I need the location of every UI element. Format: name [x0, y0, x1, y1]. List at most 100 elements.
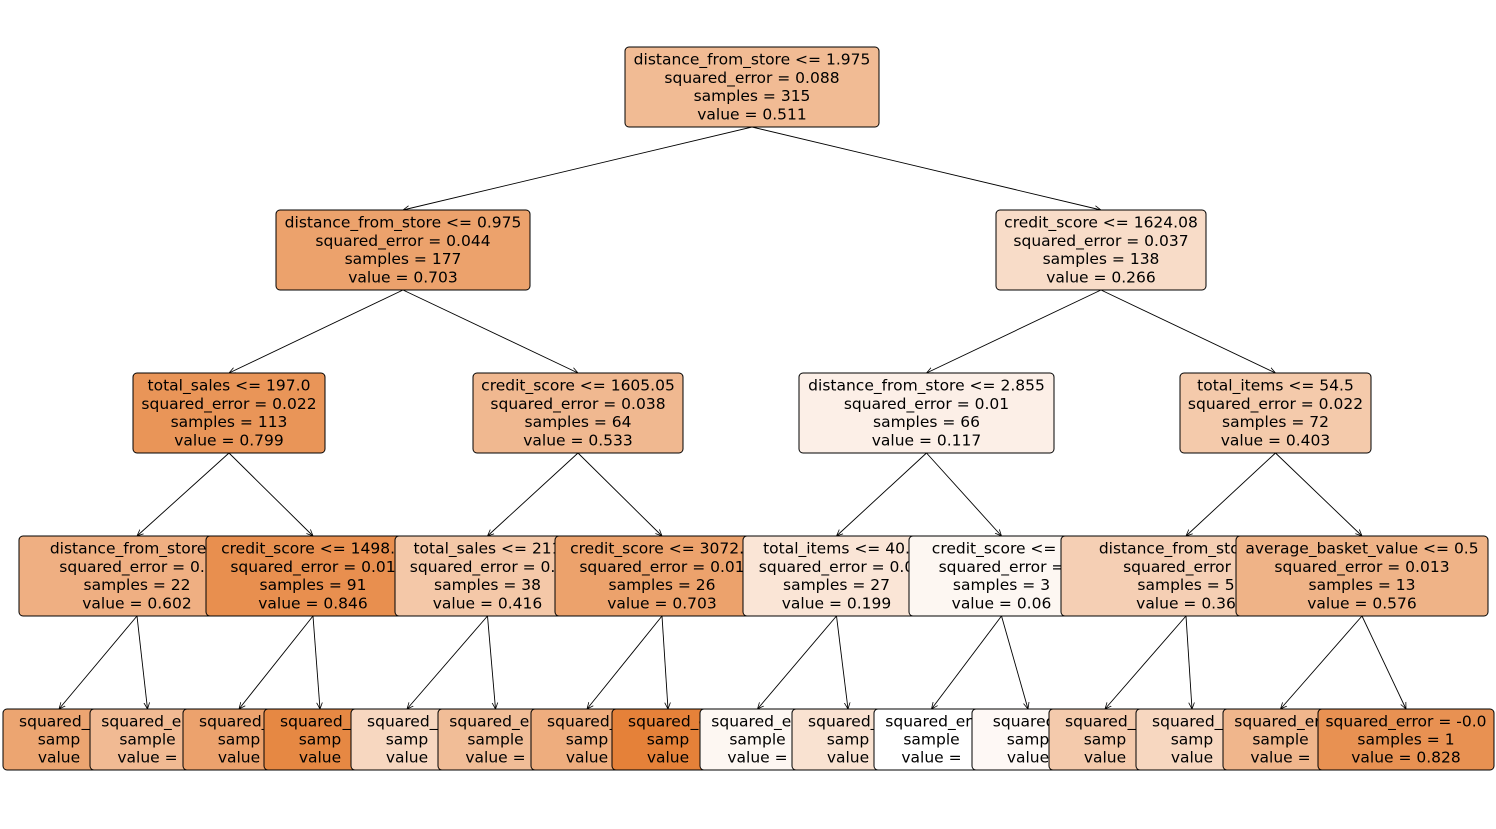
- tree-edge-n7-n16: [136, 615, 148, 709]
- tree-node-line: squared_err: [1234, 712, 1327, 731]
- tree-edge-n1-n3: [229, 289, 404, 373]
- tree-node-line: value = 0.266: [1046, 268, 1156, 286]
- tree-node-line: value = 0.403: [1221, 431, 1331, 449]
- tree-node-line: samp: [299, 731, 342, 749]
- tree-node-line: squared_error =: [939, 558, 1065, 577]
- tree-edge-n14-n29: [1281, 615, 1363, 709]
- tree-edge-n0-n1: [403, 126, 753, 210]
- tree-node-line: total_items <= 54.5: [1197, 377, 1354, 396]
- tree-edge-n7-n15: [59, 615, 138, 709]
- tree-node-line: samples = 177: [345, 250, 462, 268]
- tree-node-line: value = 0.416: [433, 594, 543, 612]
- tree-node-n5: distance_from_store <= 2.855squared_erro…: [798, 372, 1055, 454]
- tree-node-line: samples = 66: [873, 413, 980, 431]
- tree-node-line: value =: [727, 749, 787, 767]
- tree-node-line: value: [38, 749, 80, 767]
- tree-node-line: squared_error = 0.022: [141, 395, 316, 414]
- tree-node-line: squared_error = 0.022: [1188, 395, 1363, 414]
- tree-node-line: credit_score <= 1605.05: [481, 377, 675, 396]
- tree-node-line: value = 0.36: [1136, 594, 1236, 612]
- tree-node-line: samples = 27: [783, 576, 890, 594]
- tree-edge-n8-n17: [239, 615, 314, 709]
- tree-node-line: sample: [729, 731, 785, 749]
- tree-node-box: [624, 46, 880, 128]
- tree-node-line: samples = 91: [260, 576, 367, 594]
- tree-node-line: samples = 38: [434, 576, 541, 594]
- tree-node-box: [472, 372, 684, 454]
- tree-edge-n13-n27: [1105, 615, 1187, 709]
- tree-node-line: value = 0.533: [523, 431, 633, 449]
- tree-node-line: samples = 315: [694, 87, 811, 105]
- tree-edge-n4-n10: [577, 452, 662, 536]
- tree-node-line: squared_e: [367, 712, 447, 731]
- tree-edge-n0-n2: [751, 126, 1101, 210]
- tree-node-line: squared_err: [449, 712, 542, 731]
- tree-edge-n9-n20: [487, 615, 496, 709]
- tree-node-box: [1235, 535, 1489, 617]
- tree-node-line: samples = 5: [1137, 576, 1234, 594]
- tree-node-box: [275, 209, 531, 291]
- tree-node-line: value = 0.846: [258, 594, 368, 612]
- tree-node-line: value = 0.703: [607, 594, 717, 612]
- tree-node-box: [1179, 372, 1372, 454]
- tree-edge-n13-n28: [1185, 615, 1192, 709]
- tree-node-line: sample: [903, 731, 959, 749]
- tree-edge-n11-n23: [758, 615, 837, 709]
- tree-node-line: samp: [1007, 731, 1050, 749]
- tree-node-line: samp: [1171, 731, 1214, 749]
- tree-node-line: squared_error =: [1123, 558, 1249, 577]
- tree-node-line: squared_e: [280, 712, 360, 731]
- tree-node-line: value: [566, 749, 608, 767]
- tree-node-line: squared_error = 0.01: [579, 558, 744, 577]
- tree-node-line: samp: [218, 731, 261, 749]
- tree-node-line: squared_error = 0.037: [1013, 232, 1188, 251]
- tree-edge-n8-n18: [312, 615, 320, 709]
- tree-node-line: value = 0.117: [872, 431, 982, 449]
- tree-edge-n4-n9: [488, 452, 579, 536]
- tree-node-line: squared_error = 0.088: [664, 69, 839, 88]
- tree-node-line: samples = 72: [1222, 413, 1329, 431]
- tree-node-line: squared_e: [19, 712, 99, 731]
- tree-node-line: samples = 26: [609, 576, 716, 594]
- tree-edge-n10-n22: [661, 615, 668, 709]
- tree-node-line: squared_error = 0.0: [759, 558, 914, 577]
- tree-node-n11: total_items <= 40.squared_error = 0.0sam…: [742, 535, 931, 617]
- tree-node-line: value = 0.511: [697, 105, 807, 123]
- tree-node-n1: distance_from_store <= 0.975squared_erro…: [275, 209, 531, 291]
- tree-node-line: value =: [1250, 749, 1310, 767]
- tree-node-box: [132, 372, 326, 454]
- tree-node-line: squared_error = 0.0: [410, 558, 565, 577]
- tree-node-line: squared_e: [1152, 712, 1232, 731]
- tree-node-line: distance_from_store <= 2.855: [808, 377, 1045, 396]
- tree-node-line: squared_e: [808, 712, 888, 731]
- tree-node-line: samples = 3: [953, 576, 1050, 594]
- tree-node-line: samp: [1084, 731, 1127, 749]
- tree-node-line: squared_err: [101, 712, 194, 731]
- tree-node-line: squared_error = 0.038: [490, 395, 665, 414]
- tree-node-line: credit_score <= 1624.08: [1004, 214, 1198, 233]
- tree-node-line: value = 0.576: [1307, 594, 1417, 612]
- tree-node-line: distance_from_store <= 0.975: [285, 214, 522, 233]
- tree-edge-n5-n12: [926, 452, 1002, 536]
- tree-node-line: squared_error = 0.044: [315, 232, 490, 251]
- tree-node-line: average_basket_value <= 0.5: [1245, 540, 1478, 559]
- tree-node-line: credit_score <= 3072.0: [570, 540, 754, 559]
- tree-node-line: sample: [1252, 731, 1308, 749]
- tree-node-line: samples = 1: [1357, 731, 1454, 749]
- tree-node-line: samples = 22: [84, 576, 191, 594]
- tree-node-line: value: [647, 749, 689, 767]
- tree-node-line: value: [218, 749, 260, 767]
- tree-node-line: samples = 13: [1309, 576, 1416, 594]
- tree-edge-n9-n19: [407, 615, 488, 709]
